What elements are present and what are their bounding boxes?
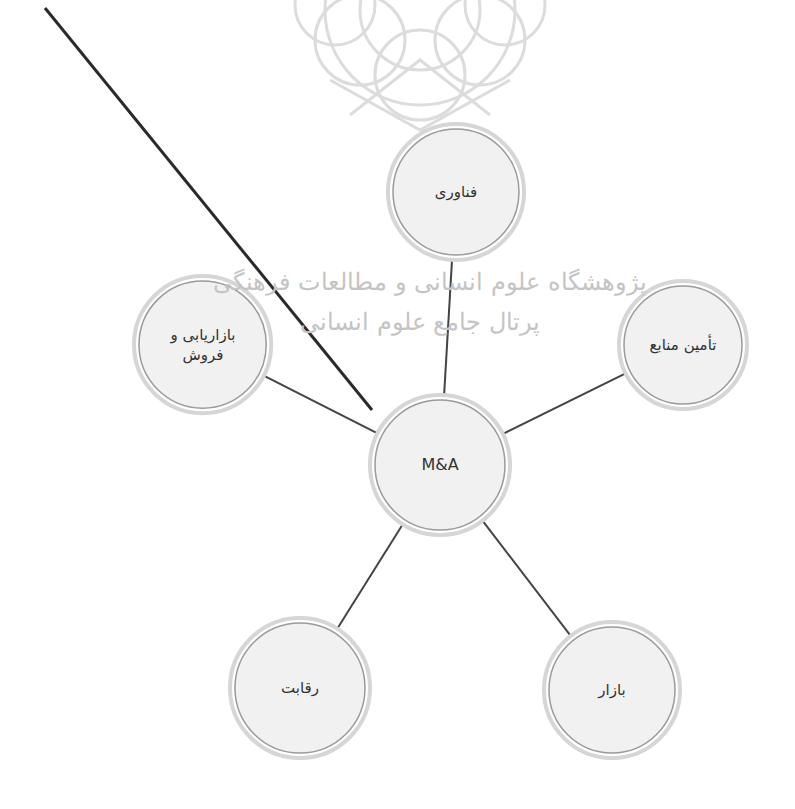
pointer-line <box>45 8 372 410</box>
watermark-text: پرتال جامع علوم انسانی <box>300 308 540 336</box>
topic-circle: رقابت <box>228 616 372 760</box>
circle-text: بازار <box>598 680 625 700</box>
topic-circle: M&A <box>368 393 512 537</box>
circle-text: رقابت <box>281 678 319 698</box>
circle-text: M&A <box>421 454 458 476</box>
topic-circle: فناوری <box>386 122 526 262</box>
watermark-rosette <box>295 0 545 130</box>
spoke-line <box>264 376 377 433</box>
spoke-line <box>483 521 571 636</box>
circle-text: تأمین منابع <box>650 335 717 355</box>
circle-text: فناوری <box>435 182 478 202</box>
watermark-text: پژوهشگاه علوم انسانی و مطالعات فرهنگی <box>213 268 646 296</box>
spoke-line <box>337 524 403 628</box>
topic-circle: بازار <box>542 620 682 760</box>
spoke-line <box>503 373 626 434</box>
circle-text: بازاریابی و فروش <box>148 325 258 366</box>
topic-circle: تأمین منابع <box>617 279 749 411</box>
